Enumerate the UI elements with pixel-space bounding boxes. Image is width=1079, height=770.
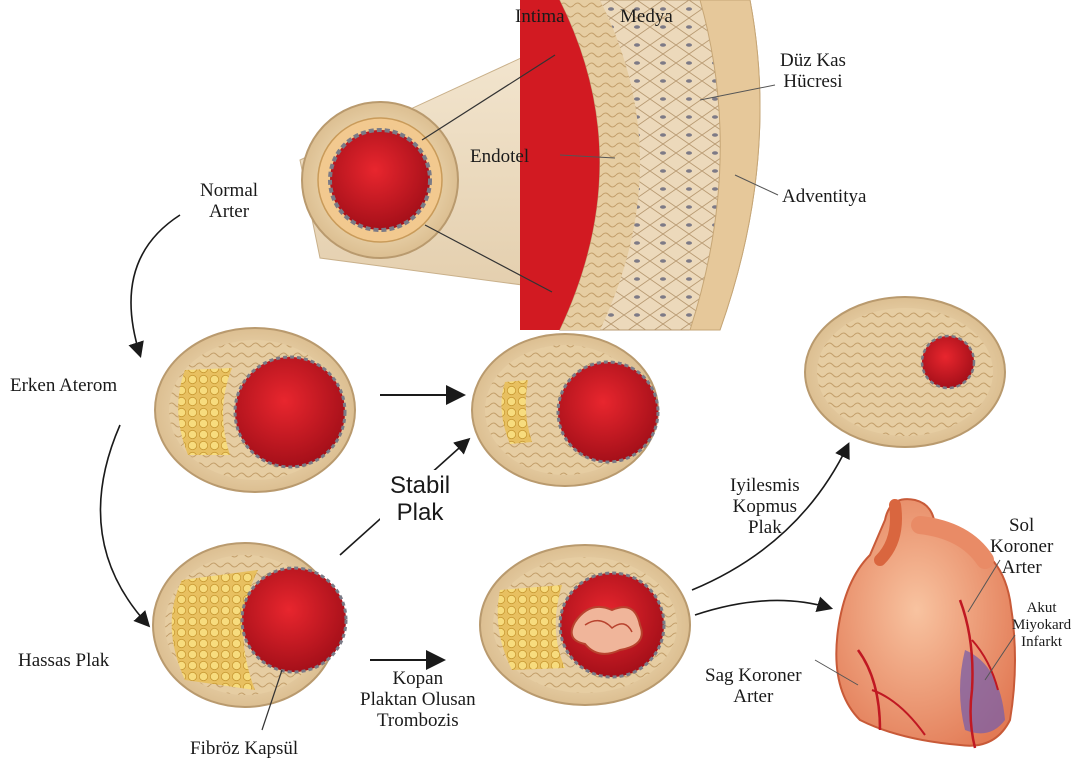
stable-plaque (472, 334, 658, 486)
sol-koroner-label: Sol Koroner Arter (990, 515, 1053, 578)
sol-koroner-line-3: Arter (990, 557, 1053, 578)
akut-line-2: Miyokard (1012, 617, 1071, 634)
stabil-plak-label: Stabil Plak (390, 472, 450, 526)
sol-koroner-line-2: Koroner (990, 536, 1053, 557)
sag-koroner-line-2: Arter (705, 686, 802, 707)
akut-line-3: Infarkt (1012, 634, 1071, 651)
stabil-line-2: Plak (390, 499, 450, 526)
iyilesmis-line-1: Iyilesmis (730, 475, 800, 496)
normal-line-2: Arter (200, 201, 258, 222)
sag-koroner-line-1: Sag Koroner (705, 665, 802, 686)
sag-koroner-label: Sag Koroner Arter (705, 665, 802, 707)
wall-detail (520, 0, 760, 330)
iyilesmis-line-3: Plak (730, 517, 800, 538)
adventitya-label: Adventitya (782, 186, 866, 207)
normal-arter-label: Normal Arter (200, 180, 258, 222)
sol-koroner-line-1: Sol (990, 515, 1053, 536)
akut-miyokard-label: Akut Miyokard Infarkt (1012, 600, 1071, 651)
thrombosis-plaque (480, 545, 690, 705)
duz-kas-line-2: Hücresi (780, 71, 846, 92)
duz-kas-label: Düz Kas Hücresi (780, 50, 846, 92)
arrow-early-to-vulnerable (100, 425, 148, 625)
heart (836, 499, 1015, 748)
medya-label: Medya (620, 6, 673, 27)
akut-line-1: Akut (1012, 600, 1071, 617)
hassas-plak-label: Hassas Plak (18, 650, 109, 671)
fibroz-kapsul-label: Fibröz Kapsül (190, 738, 298, 759)
intima-label: Intima (515, 6, 565, 27)
kopan-line-3: Trombozis (360, 710, 476, 731)
duz-kas-line-1: Düz Kas (780, 50, 846, 71)
early-atheroma (155, 328, 355, 492)
normal-line-1: Normal (200, 180, 258, 201)
kopan-line-2: Plaktan Olusan (360, 689, 476, 710)
endotel-label: Endotel (470, 146, 529, 167)
vulnerable-plaque (153, 543, 346, 707)
kopan-line-1: Kopan (360, 668, 476, 689)
kopan-plak-label: Kopan Plaktan Olusan Trombozis (360, 668, 476, 731)
arrow-normal-to-early (131, 215, 180, 355)
stabil-line-1: Stabil (390, 472, 450, 499)
iyilesmis-label: Iyilesmis Kopmus Plak (730, 475, 800, 538)
arrow-thrombosis-to-heart (695, 600, 830, 615)
healed-plaque (805, 297, 1005, 447)
erken-aterom-label: Erken Aterom (10, 375, 117, 396)
iyilesmis-line-2: Kopmus (730, 496, 800, 517)
